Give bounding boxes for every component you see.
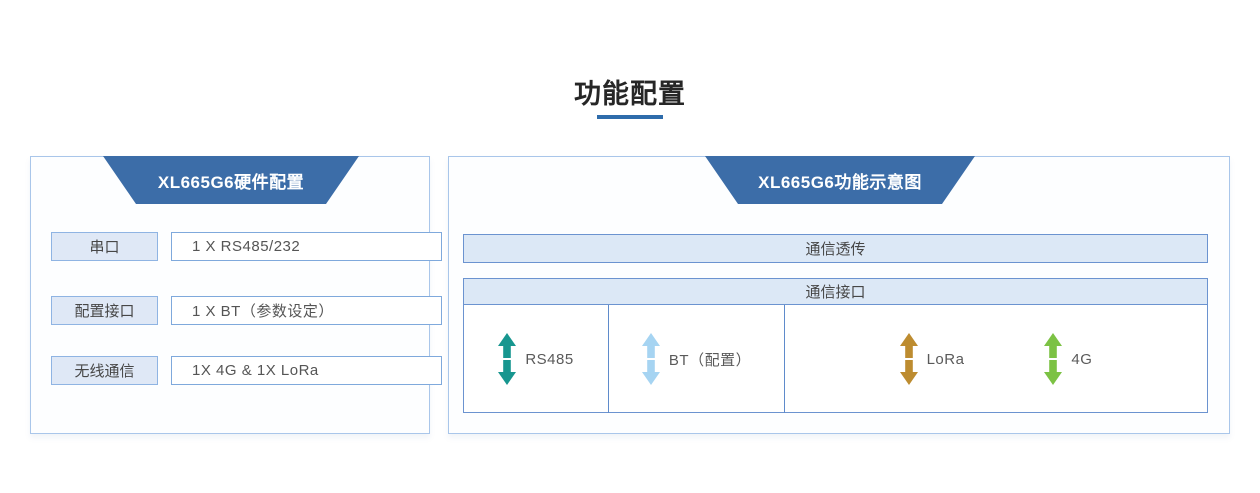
hardware-row-config-interface-label: 配置接口 (51, 296, 158, 325)
down-arrow-icon (1044, 360, 1063, 385)
communication-interface-header: 通信接口 (464, 279, 1207, 305)
up-arrow-icon (899, 333, 918, 358)
schematic-panel-title: XL665G6功能示意图 (758, 172, 922, 192)
double-vertical-arrow-icon (498, 333, 517, 385)
hardware-row-config-interface: 配置接口 1 X BT（参数设定） (31, 296, 442, 325)
down-arrow-icon (641, 360, 660, 385)
interface-group-lora: LoRa (899, 333, 965, 385)
page-title: 功能配置 (574, 79, 686, 109)
title-underline (597, 115, 663, 119)
hardware-row-serial-label: 串口 (51, 232, 158, 261)
down-arrow-icon (498, 360, 517, 385)
hardware-row-serial: 串口 1 X RS485/232 (31, 232, 442, 261)
interface-cell-bt: BT（配置） (609, 305, 785, 413)
communication-interface-table: 通信接口 RS485 BT（配置） (463, 278, 1208, 413)
hardware-panel-title: XL665G6硬件配置 (157, 172, 305, 192)
hardware-row-wireless-label: 无线通信 (51, 356, 158, 385)
up-arrow-icon (641, 333, 660, 358)
double-vertical-arrow-icon (641, 333, 660, 385)
hardware-row-wireless: 无线通信 1X 4G & 1X LoRa (31, 356, 442, 385)
interface-cell-rs485: RS485 (464, 305, 609, 413)
schematic-panel-header: XL665G6功能示意图 (705, 156, 975, 204)
transparent-transmission-bar: 通信透传 (463, 234, 1208, 263)
up-arrow-icon (498, 333, 517, 358)
hardware-row-config-interface-value: 1 X BT（参数设定） (171, 296, 442, 325)
double-vertical-arrow-icon (1044, 333, 1063, 385)
function-schematic-panel: XL665G6功能示意图 通信透传 通信接口 RS485 (448, 156, 1230, 434)
hardware-panel-header: XL665G6硬件配置 (103, 156, 359, 204)
interface-cell-wireless: LoRa 4G (785, 305, 1207, 413)
interface-label-lora: LoRa (926, 350, 965, 368)
down-arrow-icon (899, 360, 918, 385)
up-arrow-icon (1044, 333, 1063, 358)
interface-label-4g: 4G (1071, 350, 1093, 368)
interface-group-4g: 4G (1044, 333, 1092, 385)
hardware-row-wireless-value: 1X 4G & 1X LoRa (171, 356, 442, 385)
interface-label-rs485: RS485 (525, 350, 574, 368)
hardware-row-serial-value: 1 X RS485/232 (171, 232, 442, 261)
double-vertical-arrow-icon (899, 333, 918, 385)
interface-label-bt: BT（配置） (668, 351, 752, 369)
hardware-config-panel: XL665G6硬件配置 串口 1 X RS485/232 配置接口 1 X BT… (30, 156, 442, 434)
communication-interface-body: RS485 BT（配置） LoRa (464, 305, 1207, 413)
